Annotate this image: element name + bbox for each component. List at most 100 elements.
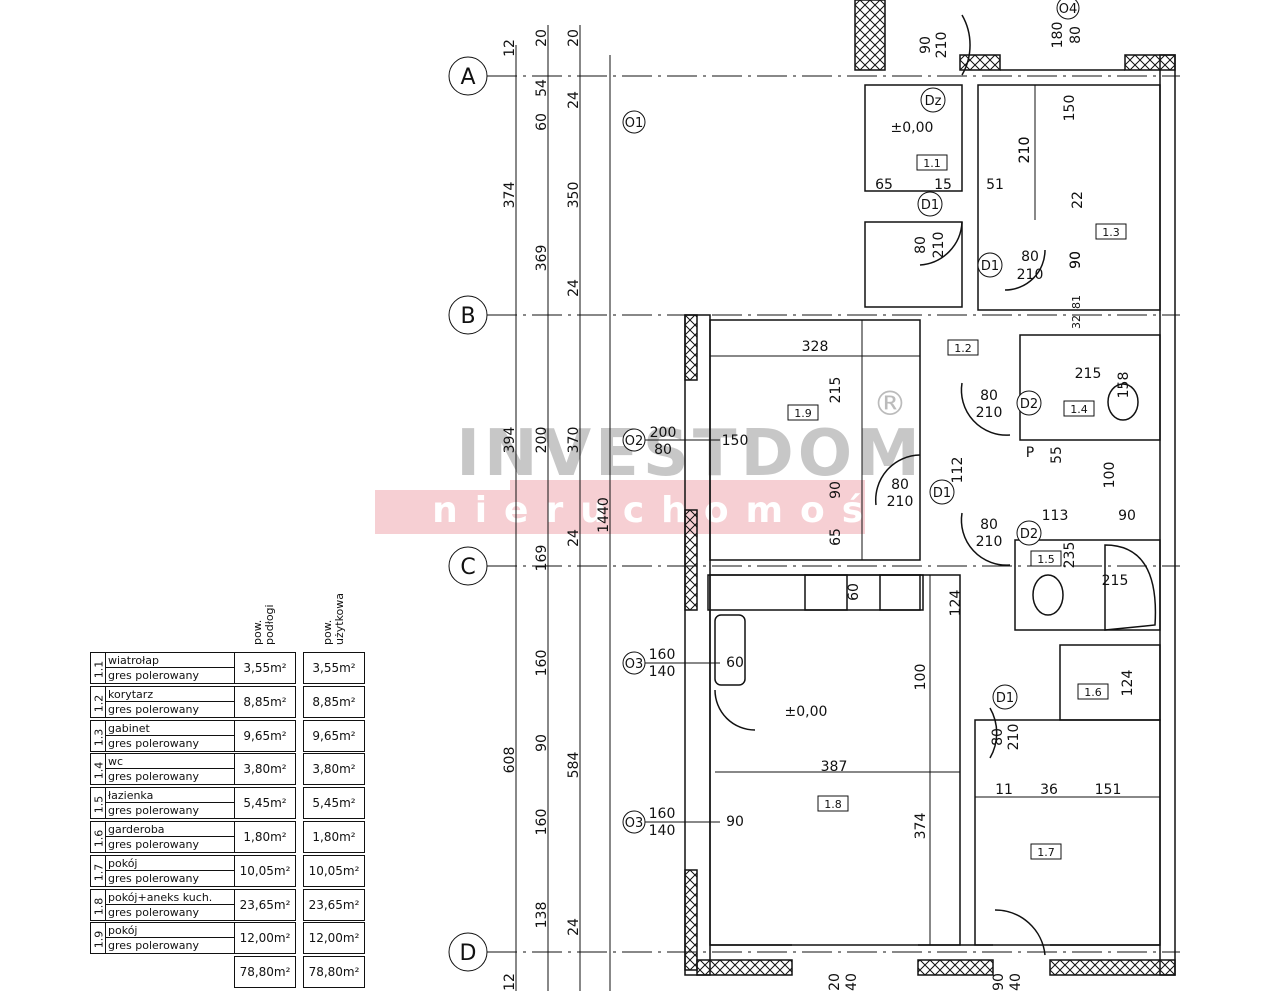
room-finish: gres polerowany	[108, 939, 200, 953]
door-width: 80	[1021, 249, 1039, 265]
door-width: 80	[980, 517, 998, 533]
room-name-cell: łazienka gres polerowany	[105, 787, 235, 820]
floor-area: 10,05m²	[234, 854, 296, 887]
room-tag-1-2: 1.2	[954, 342, 972, 355]
room-name-cell: pokój gres polerowany	[105, 854, 235, 887]
dim: 369	[534, 245, 550, 272]
dim: 608	[502, 747, 518, 774]
door-width: 80	[980, 388, 998, 404]
room-finish: gres polerowany	[108, 736, 200, 750]
window-tag-o4: O4	[1059, 2, 1078, 17]
window-height: 140	[649, 664, 676, 680]
room-name-cell: pokój gres polerowany	[105, 922, 235, 955]
room-name-cell: pokój+aneks kuch. gres polerowany	[105, 888, 235, 921]
floor-area: 3,80m²	[234, 753, 296, 786]
room-name: łazienka	[106, 788, 234, 804]
room-name: gabinet	[106, 721, 234, 736]
dim: 55	[1049, 446, 1065, 464]
dim: 65	[875, 177, 893, 193]
room-number: 1.8	[92, 897, 106, 915]
room-name: wiatrołap	[106, 653, 234, 668]
floor-area: 5,45m²	[234, 787, 296, 820]
level-mark: ±0,00	[785, 704, 828, 720]
dim: 112	[950, 457, 966, 484]
room-name-cell: garderoba gres polerowany	[105, 821, 235, 853]
door-tag-d1: D1	[996, 691, 1014, 706]
dim: 60	[534, 113, 550, 131]
dim: 20	[566, 29, 582, 47]
dim: 151	[1095, 782, 1122, 798]
door-tag-d1: D1	[933, 486, 951, 501]
dim: 113	[1042, 508, 1069, 524]
total-usable-area: 78,80m²	[303, 956, 365, 988]
dim: 11	[995, 782, 1013, 798]
dim: 24	[566, 918, 582, 936]
window-tag-o3: O3	[625, 816, 644, 831]
dim: 210	[1017, 137, 1033, 164]
usable-area: 3,55m²	[303, 652, 365, 684]
usable-area: 12,00m²	[303, 922, 365, 955]
room-number: 1.5	[92, 795, 106, 814]
dim: 160	[534, 809, 550, 836]
dim: 65	[828, 528, 844, 546]
dim: 81	[1070, 295, 1083, 309]
room-tag-1-9: 1.9	[794, 407, 812, 420]
header-floor-area: pow. podłogi	[251, 604, 276, 645]
window-height: 80	[654, 442, 672, 458]
room-number-cell: 1.3	[90, 719, 106, 752]
room-name: wc	[106, 754, 234, 770]
dim: 51	[986, 177, 1004, 193]
dim: 374	[913, 813, 929, 840]
dimension-lines	[645, 85, 1160, 945]
dim: 387	[821, 759, 848, 775]
window-width: 160	[649, 806, 676, 822]
room-name: pokój	[106, 856, 234, 871]
room-tag-1-4: 1.4	[1070, 403, 1088, 416]
room-finish: gres polerowany	[108, 871, 200, 885]
room-name: pokój+aneks kuch.	[106, 890, 234, 905]
door-height: 210	[931, 232, 947, 259]
watermark: INVESTDOM nieruchomości ®	[375, 384, 931, 534]
dim: 36	[1040, 782, 1058, 798]
room-number-cell: 1.8	[90, 888, 106, 921]
room-number: 1.2	[92, 694, 106, 713]
room-number: 1.9	[92, 931, 106, 949]
room-name-cell: gabinet gres polerowany	[105, 719, 235, 752]
dim: 150	[1062, 95, 1078, 122]
usable-area: 5,45m²	[303, 787, 365, 820]
room-finish: gres polerowany	[108, 702, 200, 716]
fixture-label: P	[1026, 445, 1034, 461]
dim: 215	[1075, 366, 1102, 382]
dim: 22	[1070, 191, 1086, 209]
axis-label-a: A	[460, 65, 475, 90]
dim: 215	[1102, 573, 1129, 589]
room-number-cell: 1.6	[90, 821, 106, 853]
dim: 138	[534, 902, 550, 929]
axis-label-d: D	[460, 941, 477, 966]
door-tag-d1: D1	[921, 198, 939, 213]
room-tag-1-7: 1.7	[1037, 846, 1055, 859]
dim: 54	[534, 79, 550, 97]
dim: 158	[1116, 372, 1132, 399]
room-number: 1.3	[92, 728, 106, 746]
dim: 100	[1102, 462, 1118, 489]
usable-area: 23,65m²	[303, 888, 365, 921]
room-name: pokój	[106, 923, 234, 939]
room-name: garderoba	[106, 822, 234, 837]
total-floor-area: 78,80m²	[234, 956, 296, 988]
dim: 200	[534, 427, 550, 454]
dim: 12	[502, 39, 518, 57]
dim: 100	[913, 664, 929, 691]
dim: 1440	[596, 497, 612, 533]
room-number: 1.6	[92, 829, 106, 848]
dim: 15	[934, 177, 952, 193]
room-finish: gres polerowany	[108, 669, 200, 682]
dim: 60	[726, 655, 744, 671]
dimension-chains: 12 374 394 169 608 12 20 54 60 369 200 1…	[502, 29, 612, 991]
room-number-cell: 1.7	[90, 854, 106, 887]
room-finish: gres polerowany	[108, 838, 200, 851]
dim: 374	[502, 182, 518, 209]
room-tag-1-1: 1.1	[923, 157, 941, 170]
room-tag-1-5: 1.5	[1037, 553, 1055, 566]
